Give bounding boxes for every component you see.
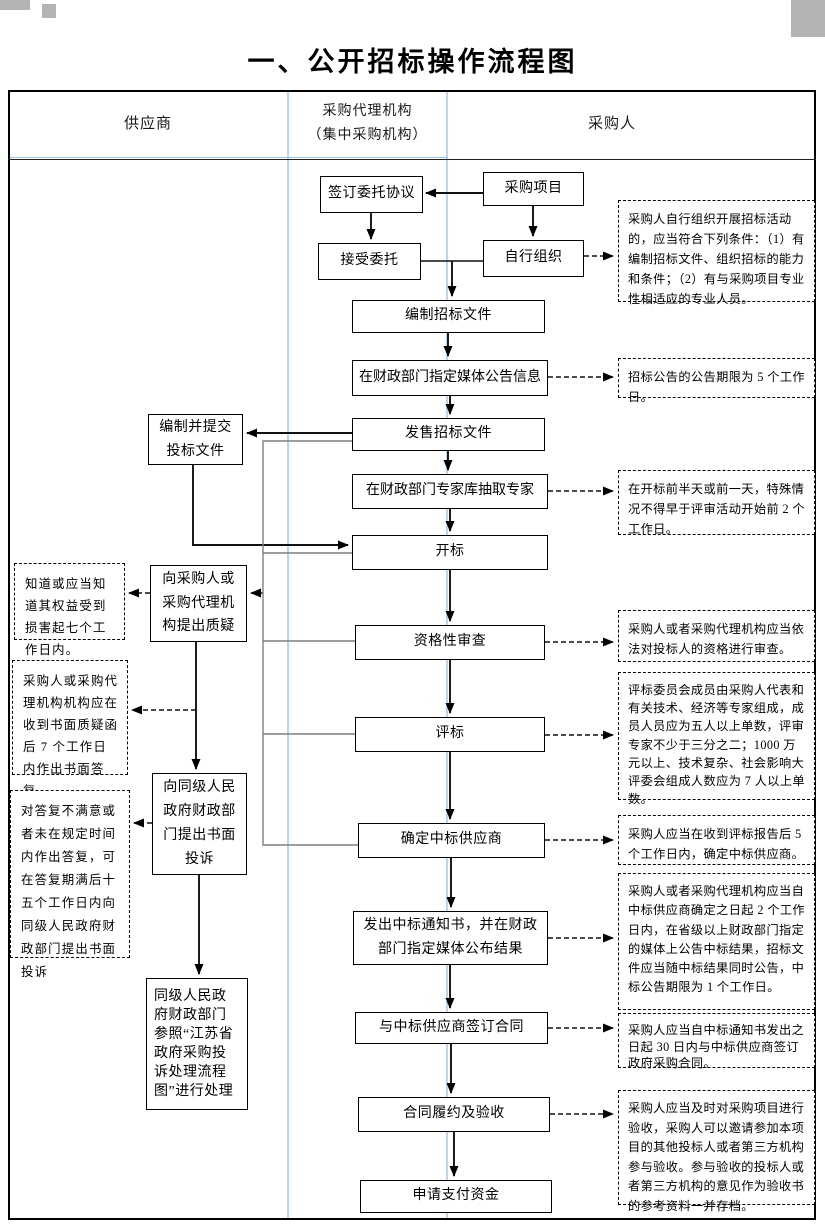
note-query-deadline: 知道或应当知道其权益受到损害起七个工作日内。 (14, 563, 125, 657)
lane-label-agency-line1: 采购代理机构 (322, 104, 413, 119)
note-reply-deadline: 采购人或采购代理机构机构应在收到书面质疑函后 7 个工作日内作出书面答复。 (12, 660, 128, 798)
flow-box-handle-complaint: 同级人民政府财政部门参照“江苏省政府采购投诉处理流程图”进行处理 (146, 978, 248, 1110)
diagram-frame (8, 90, 816, 1220)
flow-box-issue-award-notice: 发出中标通知书，并在财政部门指定媒体公布结果 (353, 911, 548, 965)
solid-arrows (191, 188, 538, 1177)
note-contract-deadline: 采购人应当自中标通知书发出之日起 30 日内与中标供应商签订政府采购合同。 (618, 1013, 815, 1070)
flow-box-draw-experts: 在财政部门专家库抽取专家 (352, 474, 548, 509)
flow-box-sign-contract: 与中标供应商签订合同 (355, 1012, 548, 1044)
flow-box-sign-agreement: 签订委托协议 (320, 176, 423, 213)
header-separator (8, 159, 816, 160)
page-title: 一、公开招标操作流程图 (247, 47, 578, 77)
lane-label-purchaser: 采购人 (587, 116, 636, 132)
flow-box-announce-info: 在财政部门指定媒体公告信息 (352, 360, 548, 396)
flow-box-apply-payment: 申请支付资金 (360, 1180, 552, 1213)
note-announcement-period: 招标公告的公告期限为 5 个工作日。 (618, 358, 815, 404)
header-separator-blue (10, 157, 447, 158)
note-acceptance-rule: 采购人应当及时对采购项目进行验收，采购人可以邀请参加本项目的其他投标人或者第三方… (618, 1090, 815, 1213)
page-corner-mark (42, 4, 56, 18)
dashed-arrows (128, 251, 614, 1119)
page-corner-right (791, 0, 825, 37)
flow-box-contract-acceptance: 合同履约及验收 (358, 1097, 550, 1132)
note-expert-timing: 在开标前半天或前一天，特殊情况不得早于评审活动开始前 2 个工作日。 (618, 470, 815, 536)
flow-box-prepare-bid-docs: 编制招标文件 (352, 300, 545, 333)
note-announce-result-rule: 采购人或者采购代理机构应当自中标供应商确定之日起 2 个工作日内，在省级以上财政… (618, 873, 815, 1010)
note-winner-deadline: 采购人应当在收到评标报告后 5 个工作日内，确定中标供应商。 (618, 815, 815, 865)
lane-label-agency-line2: （集中采购机构） (307, 128, 428, 143)
note-qualification-rule: 采购人或者采购代理机构应当依法对投标人的资格进行审查。 (618, 610, 815, 662)
flow-box-prepare-submit-bid: 编制并提交投标文件 (148, 414, 243, 465)
lane-label-agency: 采购代理机构 （集中采购机构） (288, 100, 447, 144)
flow-box-file-complaint: 向同级人民政府财政部门提出书面投诉 (152, 773, 247, 875)
flow-box-procurement-project: 采购项目 (483, 172, 584, 206)
flow-box-sell-bid-docs: 发售招标文件 (352, 418, 545, 451)
note-complaint-rule: 对答复不满意或者未在规定时间内作出答复，可在答复期满后十五个工作日内向同级人民政… (10, 790, 130, 979)
flow-box-raise-query: 向采购人或采购代理机构提出质疑 (150, 565, 247, 642)
lane-label-supplier: 供应商 (123, 116, 172, 132)
note-self-organize-conditions: 采购人自行组织开展招标活动的，应当符合下列条件：（1）有编制招标文件、组织招标的… (618, 200, 815, 306)
flow-box-bid-evaluation: 评标 (355, 717, 545, 752)
note-committee-rule: 评标委员会成员由采购人代表和有关技术、经济等专家组成，成员人员应为五人以上单数，… (618, 672, 815, 806)
page-corner-left (0, 0, 30, 10)
flow-box-qualification-review: 资格性审查 (355, 625, 545, 660)
flow-box-open-bids: 开标 (352, 535, 548, 570)
flow-box-accept-entrustment: 接受委托 (318, 243, 421, 280)
flow-box-determine-winner: 确定中标供应商 (358, 823, 545, 858)
flow-box-self-organize: 自行组织 (483, 240, 584, 277)
supplier-bus-lines (262, 440, 358, 846)
